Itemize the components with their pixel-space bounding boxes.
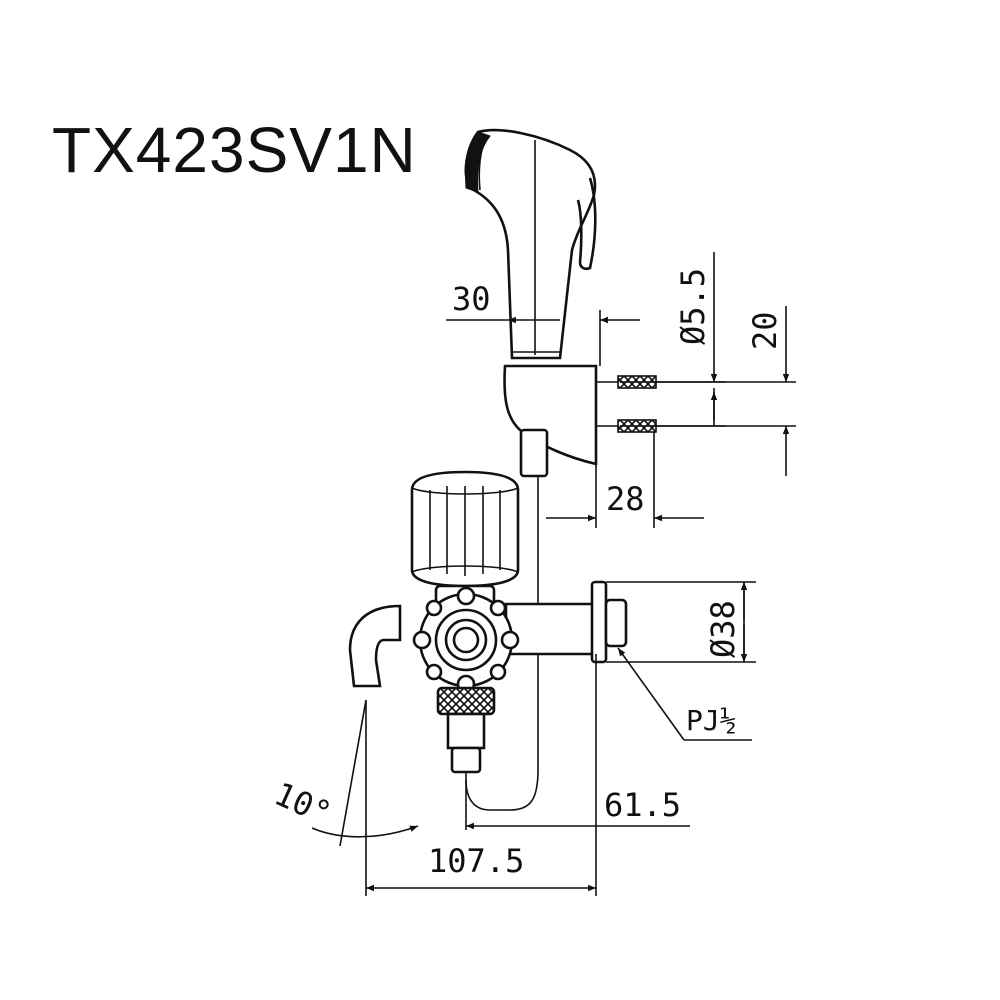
dim-61-5: 61.5 — [604, 786, 681, 824]
dim-107-5: 107.5 — [428, 842, 524, 880]
hose-outlet — [436, 686, 496, 830]
dim-diameter-38: Ø38 — [704, 600, 742, 658]
valve-handle — [410, 470, 520, 588]
dim-diameter-5-5: Ø5.5 — [674, 268, 712, 345]
hose — [465, 476, 539, 811]
dim-28: 28 — [606, 480, 645, 518]
hand-sprayer — [464, 128, 597, 360]
dim-30: 30 — [452, 280, 491, 318]
dim-angle-10: 10° — [269, 775, 337, 833]
model-title: TX423SV1N — [52, 114, 417, 186]
valve-body — [348, 580, 628, 694]
dim-20: 20 — [746, 311, 784, 350]
dim-thread: PJ½ — [686, 704, 737, 737]
